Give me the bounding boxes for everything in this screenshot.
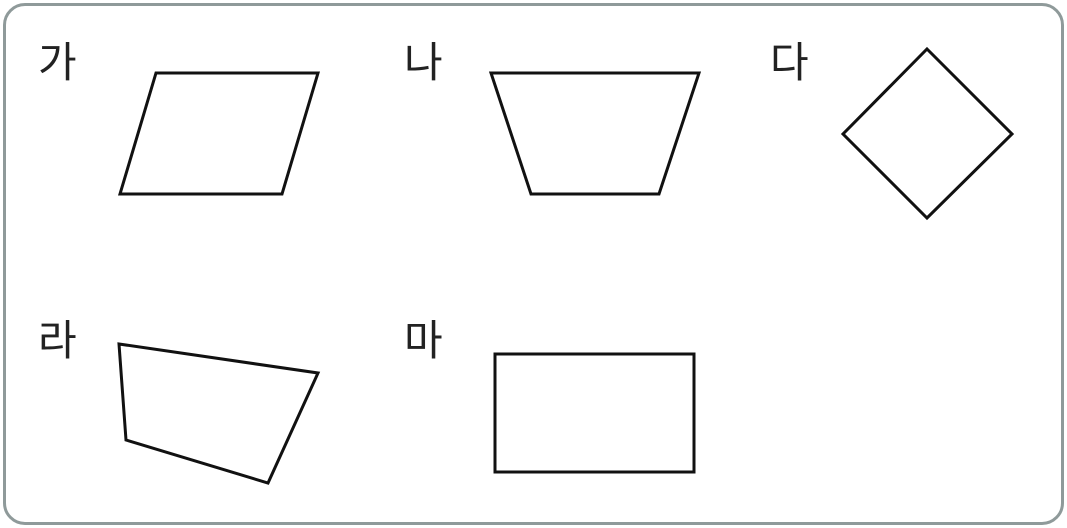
irregular-quadrilateral-shape [117, 342, 321, 485]
figure-label-ga: 가 [38, 38, 77, 87]
rotated-square-shape [840, 46, 1015, 221]
figure-label-ma: 마 [404, 316, 443, 365]
rectangle-shape [493, 352, 696, 474]
trapezoid-shape [488, 71, 702, 196]
figure-label-ra: 라 [38, 316, 77, 365]
figure-label-na: 나 [404, 38, 443, 87]
figure-label-da: 다 [770, 38, 809, 87]
parallelogram-shape [117, 71, 321, 196]
